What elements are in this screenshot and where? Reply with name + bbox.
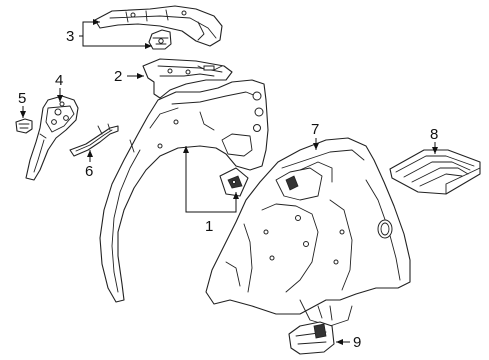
part-3-bracket[interactable] bbox=[148, 29, 172, 50]
leader-lines bbox=[20, 19, 438, 345]
part-1-wheelhouse-panel[interactable] bbox=[99, 79, 269, 303]
callout-7: 7 bbox=[311, 121, 319, 138]
callout-3: 3 bbox=[66, 28, 74, 45]
callout-6: 6 bbox=[85, 163, 93, 180]
callout-5: 5 bbox=[18, 90, 26, 107]
part-7-quarter-inner-assembly[interactable] bbox=[205, 137, 411, 327]
callout-9: 9 bbox=[353, 334, 361, 351]
callout-4: 4 bbox=[55, 72, 63, 89]
part-1-small-bracket[interactable] bbox=[219, 167, 249, 197]
part-5-clip[interactable] bbox=[15, 118, 33, 134]
part-4-inner-panel[interactable] bbox=[25, 95, 79, 181]
callout-8: 8 bbox=[430, 126, 438, 143]
part-9-lower-bracket[interactable] bbox=[288, 321, 335, 355]
part-3-upper-rail[interactable] bbox=[94, 5, 223, 47]
part-6-brace[interactable] bbox=[69, 123, 119, 157]
part-8-floor-extension[interactable] bbox=[389, 149, 481, 195]
part-2-reinforcement[interactable] bbox=[142, 58, 233, 99]
callout-1: 1 bbox=[205, 218, 213, 235]
callout-2: 2 bbox=[114, 68, 122, 85]
